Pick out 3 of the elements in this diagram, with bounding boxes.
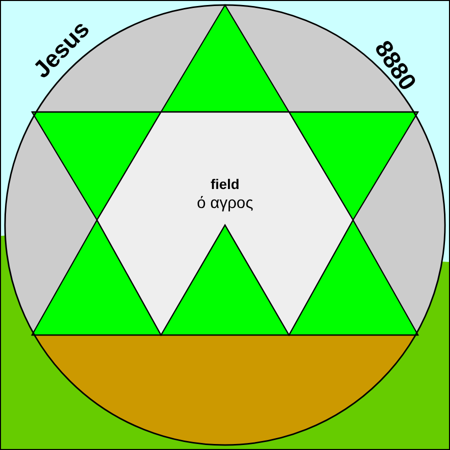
region-subtitle: ό αγρος bbox=[196, 194, 254, 214]
region-heading: field bbox=[210, 176, 240, 194]
hexagon-region bbox=[97, 112, 353, 335]
